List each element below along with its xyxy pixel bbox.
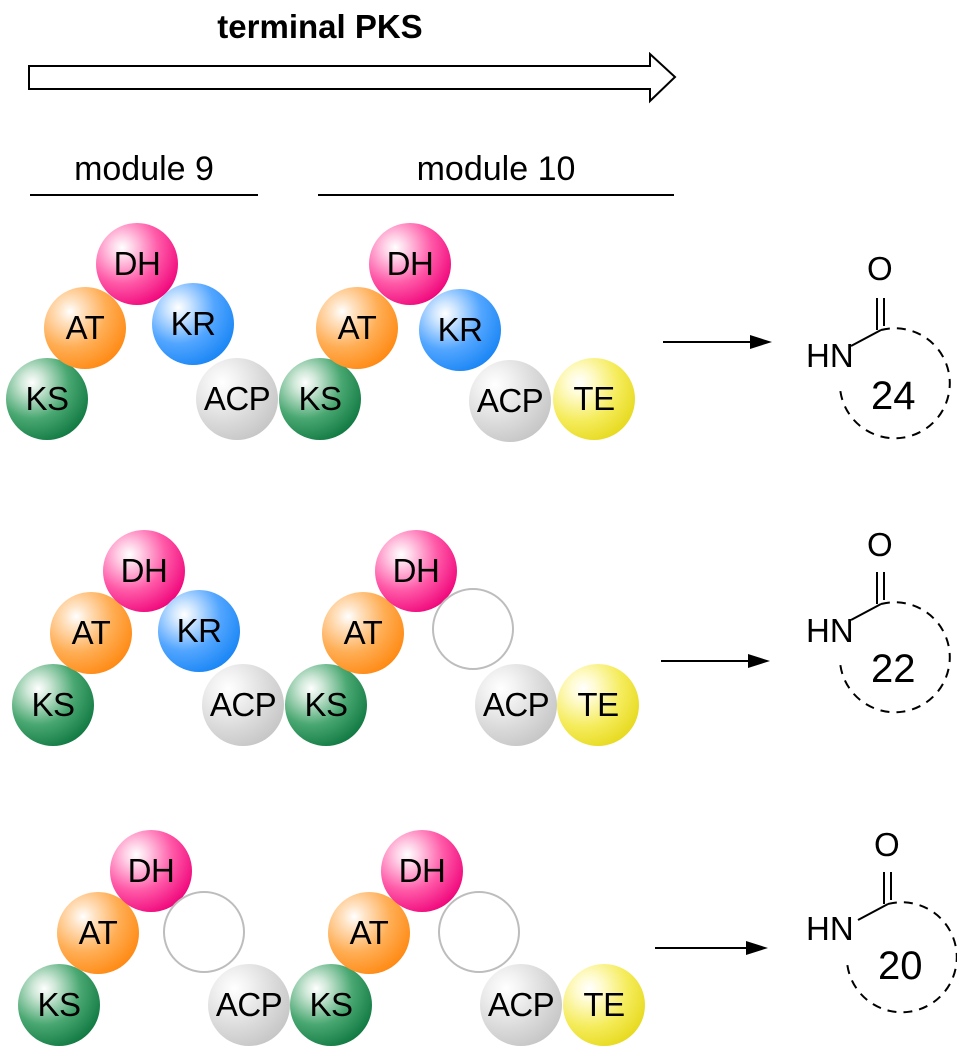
diagram-title: terminal PKS: [217, 8, 423, 45]
te-domain-m10: TE: [557, 664, 639, 746]
acp-domain-m10: ACP: [480, 964, 562, 1046]
carbonyl-oxygen: O: [867, 526, 893, 563]
ks-domain-m10: KS: [290, 964, 372, 1046]
ring-size-label: 20: [878, 944, 923, 988]
macrolactam-product-2: O HN 22: [800, 526, 957, 730]
ks-domain-m9: KS: [18, 964, 100, 1046]
ks-domain-m10: KS: [279, 358, 361, 440]
kr-inactive-empty-domain-m9: [163, 891, 245, 973]
lactam-ring-icon: [839, 572, 951, 714]
ks-domain-m9: KS: [6, 358, 88, 440]
at-domain-m10: AT: [328, 892, 410, 974]
macrolactam-product-3: O HN 20: [800, 826, 957, 1030]
ring-size-label: 24: [871, 374, 916, 418]
kr-inactive-empty-domain-m10: [438, 891, 520, 973]
module-10-label: module 10: [416, 150, 576, 188]
acp-domain-m9: ACP: [196, 358, 278, 440]
ks-domain-m10: KS: [285, 664, 367, 746]
lactam-ring-icon: [839, 298, 951, 440]
carbonyl-oxygen: O: [867, 250, 893, 287]
dh-domain-m9: DH: [96, 223, 178, 305]
amide-nh: HN: [806, 612, 854, 649]
ring-size-label: 22: [871, 647, 916, 691]
amide-nh: HN: [806, 910, 854, 947]
terminal-pks-direction-arrow-icon: [28, 52, 677, 104]
reaction-arrow-1: [663, 341, 753, 343]
te-domain-m10: TE: [553, 358, 635, 440]
te-domain-m10: TE: [563, 964, 645, 1046]
at-domain-m9: AT: [57, 892, 139, 974]
reaction-arrow-3: [655, 947, 749, 949]
dh-domain-m10: DH: [369, 223, 451, 305]
kr-domain-m9: KR: [158, 590, 240, 672]
arrow-head-icon: [748, 654, 770, 668]
at-domain-m10: AT: [322, 592, 404, 674]
acp-domain-m9: ACP: [202, 664, 284, 746]
acp-domain-m10: ACP: [475, 664, 557, 746]
kr-domain-m10: KR: [419, 289, 501, 371]
lactam-ring-icon: [846, 872, 957, 1014]
kr-domain-m9: KR: [152, 283, 234, 365]
at-domain-m9: AT: [44, 287, 126, 369]
dh-domain-m9: DH: [103, 530, 185, 612]
ks-domain-m9: KS: [12, 664, 94, 746]
dh-domain-m10: DH: [381, 830, 463, 912]
acp-domain-m10: ACP: [469, 360, 551, 442]
arrow-head-icon: [750, 335, 772, 349]
macrolactam-product-1: O HN 24: [800, 230, 957, 450]
carbonyl-oxygen: O: [874, 826, 900, 863]
dh-domain-m10: DH: [375, 530, 457, 612]
kr-inactive-empty-domain-m10: [432, 588, 514, 670]
module-9-underline: [30, 194, 258, 196]
reaction-arrow-2: [661, 660, 751, 662]
at-domain-m10: AT: [316, 287, 398, 369]
arrow-head-icon: [746, 941, 768, 955]
amide-nh: HN: [806, 337, 854, 374]
at-domain-m9: AT: [50, 592, 132, 674]
module-9-label: module 9: [74, 150, 214, 188]
acp-domain-m9: ACP: [208, 964, 290, 1046]
module-10-underline: [318, 194, 674, 196]
